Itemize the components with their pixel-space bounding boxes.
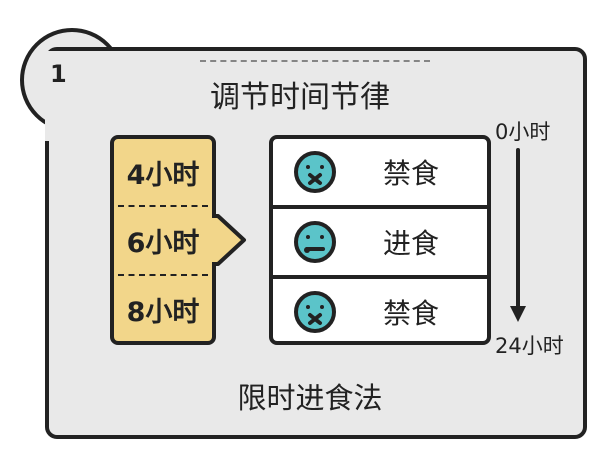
caption: 限时进食法 — [237, 381, 383, 415]
row-divider — [273, 205, 487, 209]
phase-row-fasting: 禁食 — [273, 279, 487, 341]
phase-label: 禁食 — [383, 297, 440, 330]
window-option-8h: 8小时 — [126, 297, 200, 328]
phase-row-eating: 进食 — [273, 209, 487, 275]
window-option-4h: 4小时 — [126, 160, 200, 191]
step-number: 1 — [50, 60, 67, 88]
phase-row-fasting: 禁食 — [273, 139, 487, 205]
arrow-down-icon — [510, 148, 526, 322]
timeline-start: 0小时 — [495, 120, 551, 144]
face-eating-icon — [294, 221, 336, 263]
timeline-end: 24小时 — [495, 334, 564, 358]
dashed-divider — [118, 205, 208, 207]
face-mouth-x-icon — [294, 291, 336, 333]
dashed-divider — [118, 274, 208, 276]
phase-label: 进食 — [383, 227, 440, 260]
card-title: 调节时间节律 — [210, 80, 390, 115]
day-phase-table: 禁食 进食 禁食 — [269, 135, 491, 345]
row-divider — [273, 275, 487, 279]
badge-merge — [45, 51, 135, 141]
decorative-dashes — [200, 60, 430, 64]
eating-window-options: 4小时 6小时 8小时 — [110, 135, 216, 345]
window-option-6h: 6小时 — [126, 228, 200, 259]
pointer-arrow-icon — [206, 214, 246, 266]
phase-label: 禁食 — [383, 157, 440, 190]
face-mouth-x-icon — [294, 151, 336, 193]
